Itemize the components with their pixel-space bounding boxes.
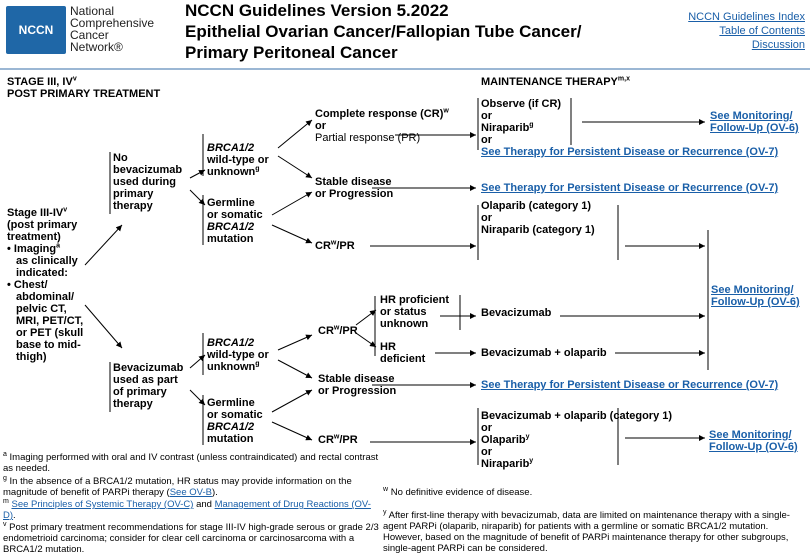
maint-olaparib-niraparib: Olaparib (category 1) or Niraparib (cate… <box>481 200 595 236</box>
response-crpr-lower: CRw/PR <box>318 324 358 337</box>
stage-box: Stage III-IVv (post primary treatment) •… <box>7 206 84 363</box>
link-monitoring-3[interactable]: See Monitoring/Follow-Up (OV-6) <box>709 429 798 453</box>
nccn-logo: NCCN <box>6 6 66 54</box>
link-persistent-1[interactable]: See Therapy for Persistent Disease or Re… <box>481 146 779 158</box>
link-monitoring-2[interactable]: See Monitoring/Follow-Up (OV-6) <box>711 284 800 308</box>
footnote-v: v Post primary treatment recommendations… <box>3 520 379 555</box>
maintenance-header: MAINTENANCE THERAPYm,x <box>481 75 630 88</box>
link-table-of-contents[interactable]: Table of Contents <box>719 25 805 37</box>
link-ov-d[interactable]: Management of Drug Reactions (OV-D) <box>3 499 371 521</box>
link-discussion[interactable]: Discussion <box>751 39 805 51</box>
link-monitoring-1[interactable]: See Monitoring/Follow-Up (OV-6) <box>710 110 799 134</box>
maint-bev-olaparib: Bevacizumab + olaparib <box>481 347 607 359</box>
footnote-g: g In the absence of a BRCA1/2 mutation, … <box>3 474 352 498</box>
footnote-y: y After first-line therapy with bevacizu… <box>383 508 790 554</box>
maint-bevacizumab: Bevacizumab <box>481 307 552 319</box>
link-persistent-2[interactable]: See Therapy for Persistent Disease or Re… <box>481 182 779 194</box>
link-ov-c[interactable]: See Principles of Systemic Therapy (OV-C… <box>11 499 194 510</box>
link-ov-b[interactable]: See OV-B <box>169 487 212 498</box>
maint-bev-olaparib-cat1: Bevacizumab + olaparib (category 1) or O… <box>481 410 673 470</box>
footnote-a: a Imaging performed with oral and IV con… <box>3 450 379 474</box>
footnote-w: w No definitive evidence of disease. <box>383 485 533 498</box>
footnote-m: m See Principles of Systemic Therapy (OV… <box>3 497 371 521</box>
link-persistent-3[interactable]: See Therapy for Persistent Disease or Re… <box>481 379 779 391</box>
stage-header: STAGE III, IVv POST PRIMARY TREATMENT <box>7 75 161 100</box>
response-crpr-mutation: CRw/PR <box>318 433 358 446</box>
header-divider <box>0 68 810 70</box>
link-guidelines-index[interactable]: NCCN Guidelines Index <box>688 11 805 23</box>
response-crpr-upper: CRw/PR <box>315 239 355 252</box>
response-cr-pr-upper: Complete response (CR)w or Partial respo… <box>315 107 449 144</box>
org-name: National Comprehensive Cancer Network® <box>70 4 155 54</box>
page-title: NCCN Guidelines Version 5.2022 Epithelia… <box>185 1 582 62</box>
top-links: NCCN Guidelines Index Table of Contents … <box>688 10 805 52</box>
maint-observe-niraparib: Observe (if CR) or Niraparibg or <box>481 98 562 146</box>
